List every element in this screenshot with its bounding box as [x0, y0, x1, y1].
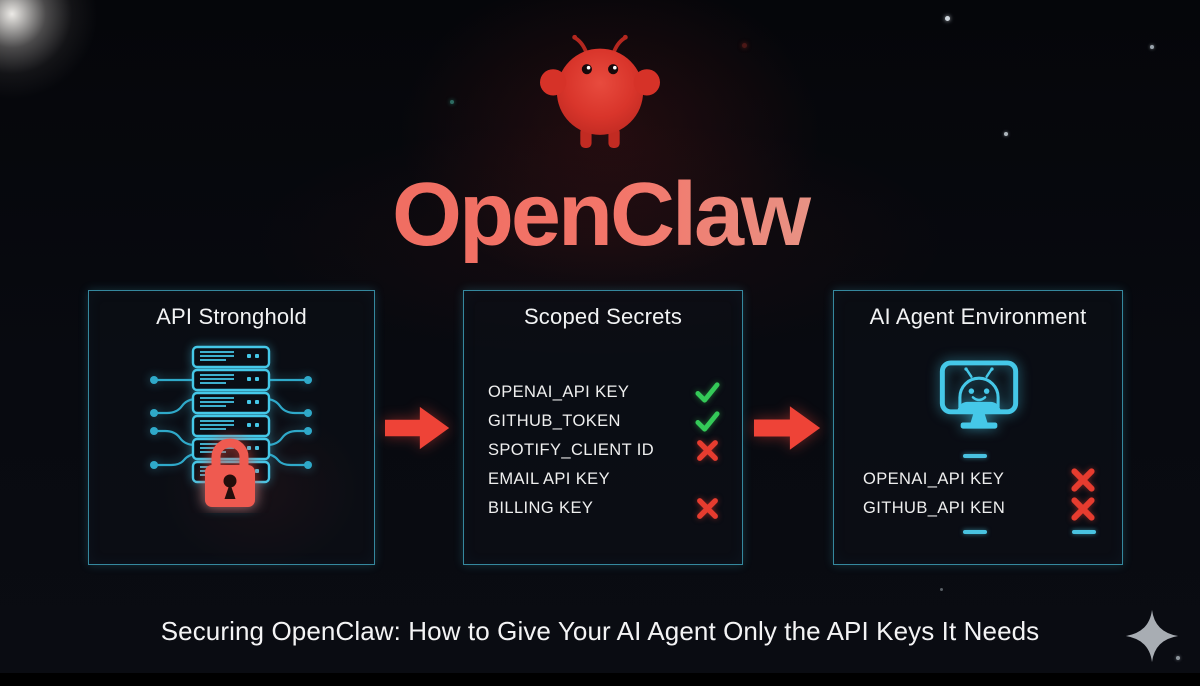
star: [945, 16, 950, 21]
check-icon: [692, 379, 722, 407]
sparkle-icon: [1125, 609, 1179, 663]
redaction-dash: [963, 454, 987, 458]
secret-row: OPENAI_API KEY: [488, 378, 722, 407]
flow-arrow-icon: [754, 406, 821, 450]
scoped-secrets-list: OPENAI_API KEY GITHUB_TOKEN SPOTIFY_CLIENT…: [488, 378, 722, 523]
secret-row: BILLING KEY: [488, 494, 722, 523]
redaction-dash: [1072, 530, 1096, 534]
key-label: OPENAI_API KEY: [863, 470, 1005, 488]
wordmark-title: OpenClaw: [0, 168, 1200, 263]
x-icon: [692, 495, 722, 523]
star: [450, 100, 454, 104]
panel-ai-agent-environment: AI Agent Environment OPENAI_API KEY GITHU…: [833, 290, 1123, 565]
mascot-claw-right: [633, 69, 660, 96]
mascot-claw-left: [540, 69, 567, 96]
padlock-icon: [205, 438, 255, 507]
agent-row: OPENAI_API KEY: [863, 465, 1098, 494]
x-icon: [1068, 495, 1098, 523]
x-icon: [692, 437, 722, 465]
corner-light-glow: [0, 0, 160, 160]
check-icon: [692, 408, 722, 436]
star: [1004, 132, 1008, 136]
key-label: OPENAI_API KEY: [488, 383, 630, 401]
caption-text: Securing OpenClaw: How to Give Your AI A…: [160, 616, 1040, 646]
star: [940, 588, 943, 591]
key-label: EMAIL API KEY: [488, 470, 610, 488]
flow-arrow-icon: [385, 406, 450, 450]
panel-title: AI Agent Environment: [869, 304, 1087, 329]
x-icon: [1068, 466, 1098, 494]
panel-scoped-secrets: Scoped Secrets OPENAI_API KEY GITHUB_TOKE…: [463, 290, 743, 565]
agent-row: GITHUB_API KEN: [863, 494, 1098, 523]
agent-monitor-icon: [939, 360, 1019, 429]
secret-row: SPOTIFY_CLIENT ID: [488, 436, 722, 465]
key-label: BILLING KEY: [488, 499, 594, 517]
letterbox-bar: [0, 673, 1200, 686]
key-label: GITHUB_API KEN: [863, 499, 1006, 517]
secret-row: GITHUB_TOKEN: [488, 407, 722, 436]
star: [1176, 656, 1180, 660]
star: [742, 43, 747, 48]
key-label: SPOTIFY_CLIENT ID: [488, 441, 655, 459]
key-label: GITHUB_TOKEN: [488, 412, 621, 430]
star: [1150, 45, 1154, 49]
panel-title: API Stronghold: [156, 304, 307, 329]
server-stack-lock-icon: [150, 345, 312, 507]
panel-title: Scoped Secrets: [523, 304, 683, 329]
empty-mark: [692, 466, 722, 494]
panel-api-stronghold: API Stronghold: [88, 290, 375, 565]
secret-row: EMAIL API KEY: [488, 465, 722, 494]
redaction-dash: [963, 530, 987, 534]
agent-keys-list: OPENAI_API KEY GITHUB_API KEN: [863, 465, 1098, 523]
openclaw-mascot: [540, 34, 660, 148]
